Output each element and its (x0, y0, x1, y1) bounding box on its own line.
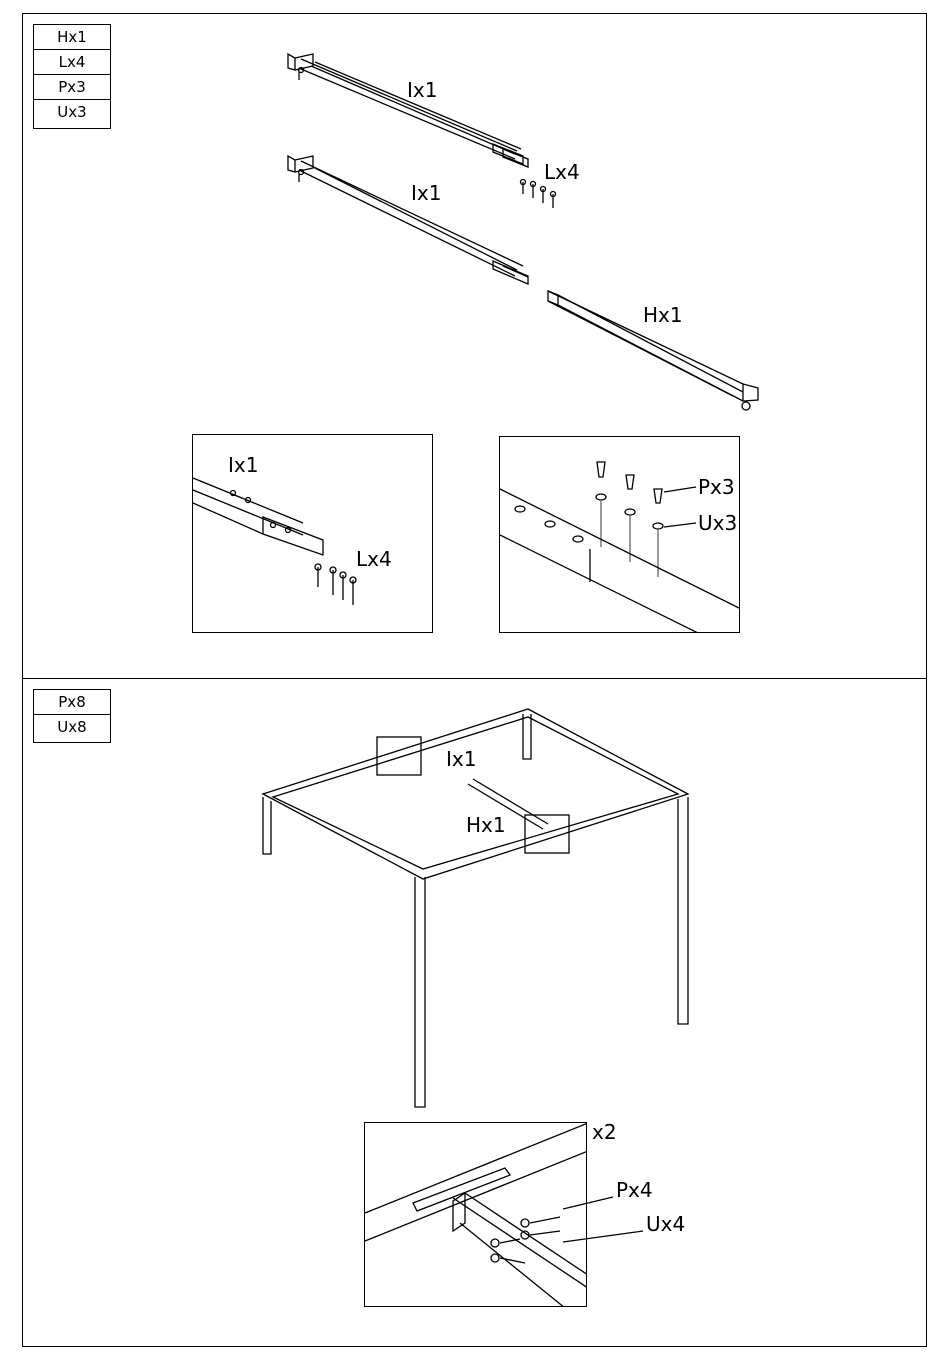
detail-right-drawing (500, 437, 740, 633)
label-bolts-l: Lx4 (544, 160, 580, 184)
detail-connection-inset (364, 1122, 587, 1307)
label-rail-h: Hx1 (643, 303, 683, 327)
step-2-panel: Px8 Ux8 Ix1 Hx1 (22, 678, 927, 1347)
detail-connection-drawing (365, 1123, 587, 1307)
label-rail-i-top: Ix1 (407, 78, 437, 102)
step-1-drawing (23, 14, 928, 680)
detail-left-label-bolts: Lx4 (356, 547, 392, 571)
detail-label-washers: Ux4 (646, 1212, 685, 1236)
step-1-panel: Hx1 Lx4 Px3 Ux3 (22, 13, 927, 679)
rail-i-top-illustration (288, 54, 528, 167)
label-rail-h: Hx1 (466, 813, 506, 837)
label-rail-i-mid: Ix1 (411, 181, 441, 205)
detail-right-label-washers: Ux3 (698, 511, 737, 535)
detail-right-label-screws: Px3 (698, 475, 735, 499)
label-rail-i: Ix1 (446, 747, 476, 771)
detail-left-label-rail: Ix1 (228, 453, 258, 477)
detail-left-inset: Ix1 Lx4 (192, 434, 433, 633)
detail-right-inset: Px3 Ux3 (499, 436, 740, 633)
rail-i-mid-illustration (288, 156, 528, 284)
detail-label-screws: Px4 (616, 1178, 653, 1202)
detail-multiplier: x2 (592, 1120, 617, 1144)
